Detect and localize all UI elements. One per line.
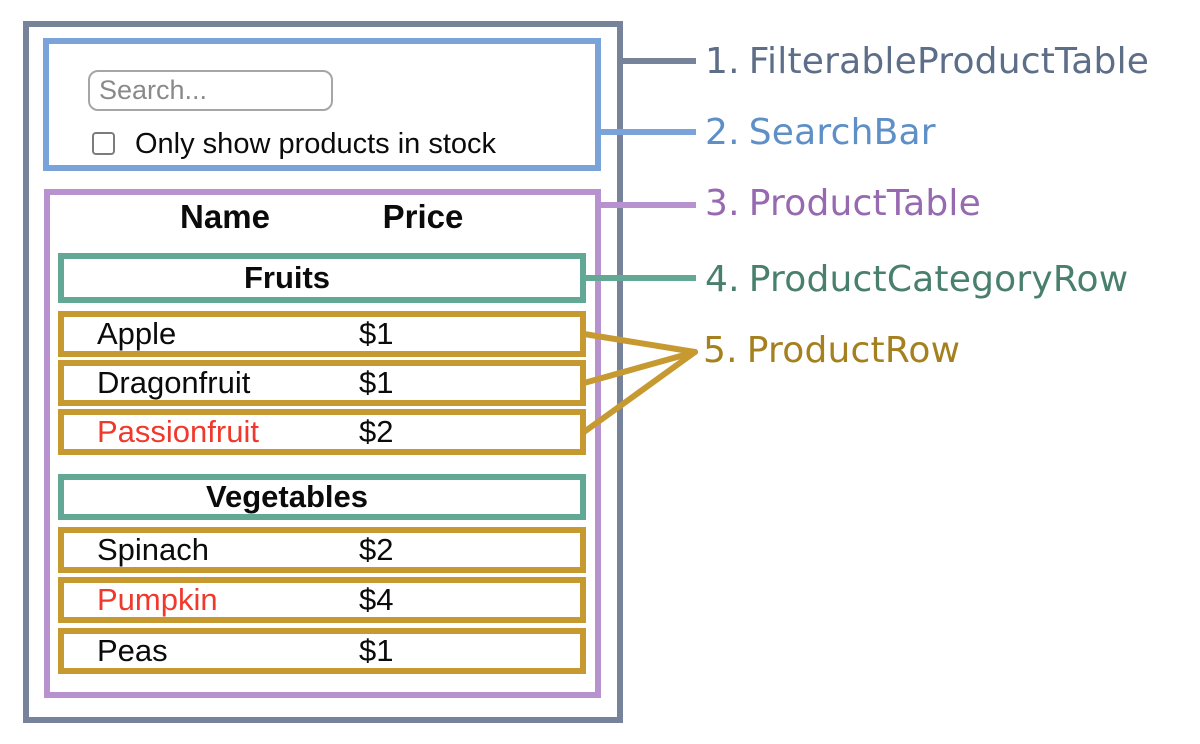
product-row: Dragonfruit $1 — [58, 360, 586, 406]
legend-name: ProductRow — [746, 330, 961, 371]
legend-name: FilterableProductTable — [748, 41, 1150, 82]
product-name: Dragonfruit — [97, 365, 251, 400]
product-price: $2 — [359, 532, 394, 567]
legend-label-product-row: 5.ProductRow — [703, 329, 960, 373]
product-row: Apple $1 — [58, 311, 586, 357]
category-label: Fruits — [243, 260, 331, 295]
product-row: Passionfruit $2 — [58, 409, 586, 455]
legend-label-product-category-row: 4.ProductCategoryRow — [705, 258, 1128, 302]
legend-label-product-table: 3.ProductTable — [705, 182, 981, 226]
product-price: $1 — [359, 365, 394, 400]
legend-number: 1. — [705, 41, 740, 82]
legend-label-filterable-product-table: 1.FilterableProductTable — [705, 40, 1149, 84]
legend-number: 2. — [705, 112, 740, 153]
connector-line-search-bar — [601, 129, 696, 135]
legend-number: 4. — [705, 259, 740, 300]
legend-name: SearchBar — [748, 112, 936, 153]
connector-line-filterable-product-table — [623, 58, 696, 64]
product-category-row: Fruits — [58, 253, 586, 303]
search-placeholder: Search... — [99, 75, 208, 105]
column-header-price: Price — [382, 198, 464, 235]
product-name: Peas — [97, 633, 168, 668]
product-price: $1 — [359, 633, 394, 668]
product-name: Spinach — [97, 532, 210, 567]
product-name: Apple — [97, 316, 177, 351]
product-row: Spinach $2 — [58, 527, 586, 573]
legend-name: ProductTable — [748, 183, 981, 224]
connector-line-product-table — [601, 202, 696, 208]
connector-lines-product-row — [582, 331, 698, 435]
product-row: Pumpkin $4 — [58, 577, 586, 623]
product-row: Peas $1 — [58, 628, 586, 674]
connector-line-product-category-row — [586, 275, 696, 281]
product-name: Pumpkin — [97, 582, 218, 617]
legend-number: 3. — [705, 183, 740, 224]
product-price: $4 — [359, 582, 394, 617]
product-price: $2 — [359, 414, 394, 449]
in-stock-checkbox[interactable] — [92, 132, 115, 155]
product-name: Passionfruit — [97, 414, 259, 449]
in-stock-checkbox-label: Only show products in stock — [135, 128, 497, 160]
search-input[interactable]: Search... — [88, 70, 333, 111]
legend-label-search-bar: 2.SearchBar — [705, 111, 936, 155]
legend-name: ProductCategoryRow — [748, 259, 1129, 300]
product-category-row: Vegetables — [58, 474, 586, 520]
column-header-name: Name — [180, 198, 270, 235]
product-price: $1 — [359, 316, 394, 351]
category-label: Vegetables — [206, 479, 368, 514]
legend-number: 5. — [703, 330, 738, 371]
